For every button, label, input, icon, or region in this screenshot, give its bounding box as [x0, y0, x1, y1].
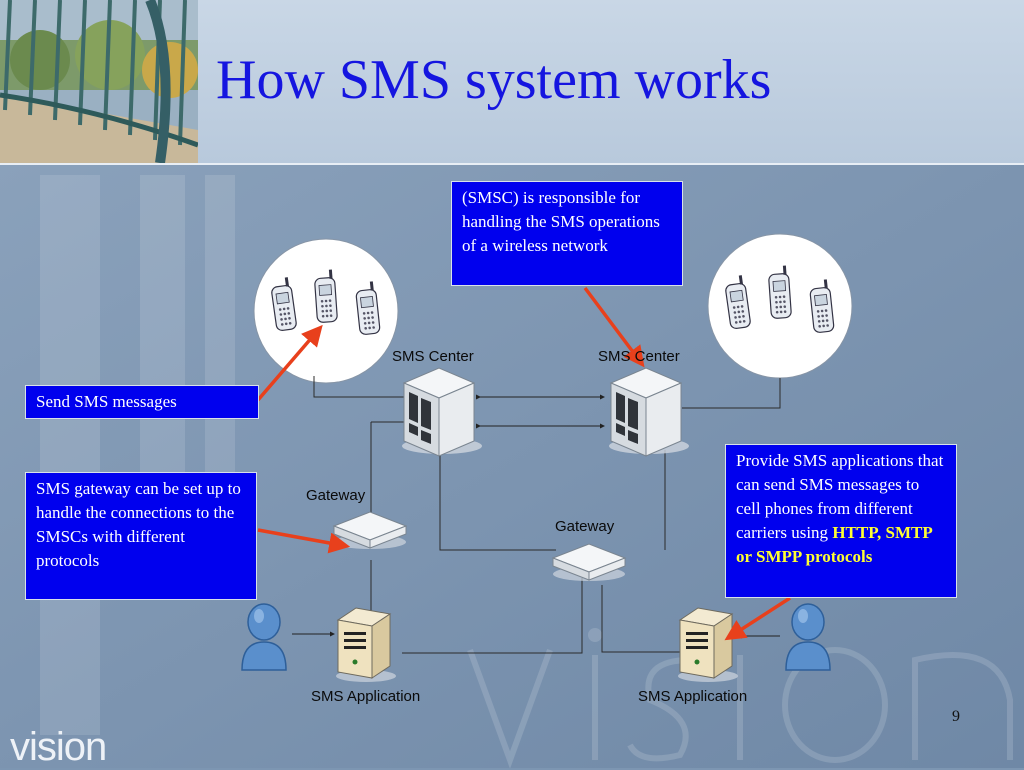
smsc-callout-arrow	[583, 286, 645, 368]
gateway-left-label: Gateway	[306, 487, 366, 504]
send-callout-arrow	[256, 324, 323, 402]
sms-center-left-label: SMS Center	[392, 348, 474, 365]
phone-cluster-left	[253, 238, 399, 384]
send-sms-callout: Send SMS messages	[25, 385, 259, 419]
slide-title: How SMS system works	[216, 49, 772, 111]
send-sms-callout-text: Send SMS messages	[36, 392, 177, 411]
sms-center-right-label: SMS Center	[598, 348, 680, 365]
gateway-callout-text: SMS gateway can be set up to handle the …	[36, 479, 241, 570]
apps-callout: Provide SMS applications that can send S…	[725, 444, 957, 598]
slide-number: 9	[952, 708, 960, 725]
sms-app-right-server	[677, 607, 739, 683]
user-right-icon	[785, 603, 831, 671]
gateway-callout: SMS gateway can be set up to handle the …	[25, 472, 257, 600]
user-left-icon	[241, 603, 287, 671]
sms-app-right-label: SMS Application	[638, 688, 748, 705]
apps-callout-text: Provide SMS applications that can send S…	[736, 451, 944, 542]
gateway-right-device	[552, 543, 626, 582]
sms-center-right-server	[608, 367, 690, 457]
bridge-photo	[0, 0, 198, 163]
smsc-callout: (SMSC) is responsible for handling the S…	[451, 181, 683, 286]
gateway-left-device	[333, 511, 407, 550]
gateway-callout-arrow	[257, 528, 351, 554]
smsc-callout-text: (SMSC) is responsible for handling the S…	[462, 188, 660, 255]
sms-app-left-label: SMS Application	[311, 688, 421, 705]
sms-center-left-server	[401, 367, 483, 457]
phone-cluster-right	[707, 233, 853, 379]
header-divider	[0, 163, 1024, 165]
sms-app-left-server	[335, 607, 397, 683]
gateway-right-label: Gateway	[555, 518, 615, 535]
vision-logo: vision	[10, 725, 107, 769]
apps-callout-protocols: HTTP, SMTP or SMPP protocols	[736, 523, 932, 566]
apps-callout-arrow	[724, 596, 791, 641]
